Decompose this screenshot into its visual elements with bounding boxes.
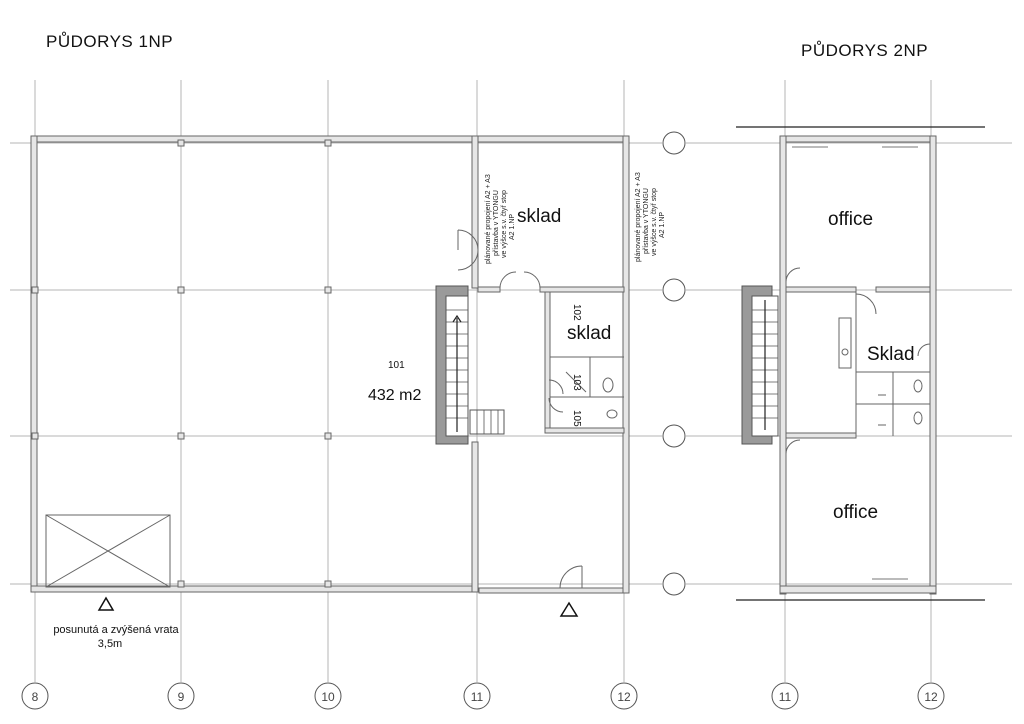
dimension-mark-2np-top-right — [882, 146, 918, 148]
partition-note-left-line2: přístavba v YTONGU — [493, 190, 500, 256]
axis-label-12: 12 — [617, 690, 631, 704]
partition-note-right-line3: ve výšce s.v. čtyř stop — [651, 188, 658, 256]
partition-note-left-line3: ve výšce s.v. čtyř stop — [501, 190, 508, 258]
partition-note-left-line1: plánované propojení A2 + A3 — [485, 174, 492, 264]
room-label-storage-top: sklad — [517, 206, 561, 227]
dimension-mark-2np-top-left — [792, 146, 828, 148]
room-label-office-bottom: office — [833, 502, 878, 523]
walls-2np — [736, 126, 985, 601]
partition-note-left: plánované propojení A2 + A3 přístavba v … — [485, 174, 516, 264]
partition-note-left-line4: A2 1.NP — [509, 214, 516, 240]
walls-1np — [30, 135, 630, 594]
partition-note-right: plánované propojení A2 + A3 přístavba v … — [635, 172, 666, 262]
room-area-101: 432 m2 — [368, 387, 421, 404]
axis-label-11-2np: 11 — [779, 690, 792, 704]
side-axis-bubbles — [662, 131, 686, 596]
staircase-1np — [435, 285, 505, 445]
axis-bubbles-bottom — [21, 682, 945, 710]
gate-opening — [45, 514, 171, 588]
room-label-storage-102: sklad — [567, 323, 611, 344]
entrance-marker-gate — [97, 596, 115, 611]
room-label-office-top: office — [828, 209, 873, 230]
axis-label-12-2np: 12 — [924, 690, 938, 704]
entrance-marker-door — [559, 601, 579, 617]
gate-caption-line2: 3,5m — [98, 638, 122, 650]
room-number-101: 101 — [388, 360, 405, 371]
room-number-103: 103 — [571, 374, 582, 391]
room-label-storage-2np: Sklad — [867, 344, 915, 365]
staircase-2np — [741, 285, 779, 445]
axis-label-10: 10 — [321, 690, 335, 704]
partition-note-right-line2: přístavba v YTONGU — [643, 188, 650, 254]
doors-1np — [457, 229, 618, 589]
axis-label-11: 11 — [471, 690, 484, 704]
dimension-mark-2np-bottom — [872, 578, 908, 580]
partition-note-right-line4: A2 1.NP — [659, 212, 666, 238]
gate-caption-line1: posunutá a zvýšená vrata — [53, 624, 179, 636]
room-number-102: 102 — [571, 304, 582, 321]
title-floor2: PŮDORYS 2NP — [801, 41, 928, 60]
title-floor1: PŮDORYS 1NP — [46, 32, 173, 51]
room-number-105: 105 — [571, 410, 582, 427]
partition-note-right-line1: plánované propojení A2 + A3 — [635, 172, 642, 262]
axis-label-8: 8 — [32, 690, 39, 704]
axis-label-9: 9 — [178, 690, 185, 704]
